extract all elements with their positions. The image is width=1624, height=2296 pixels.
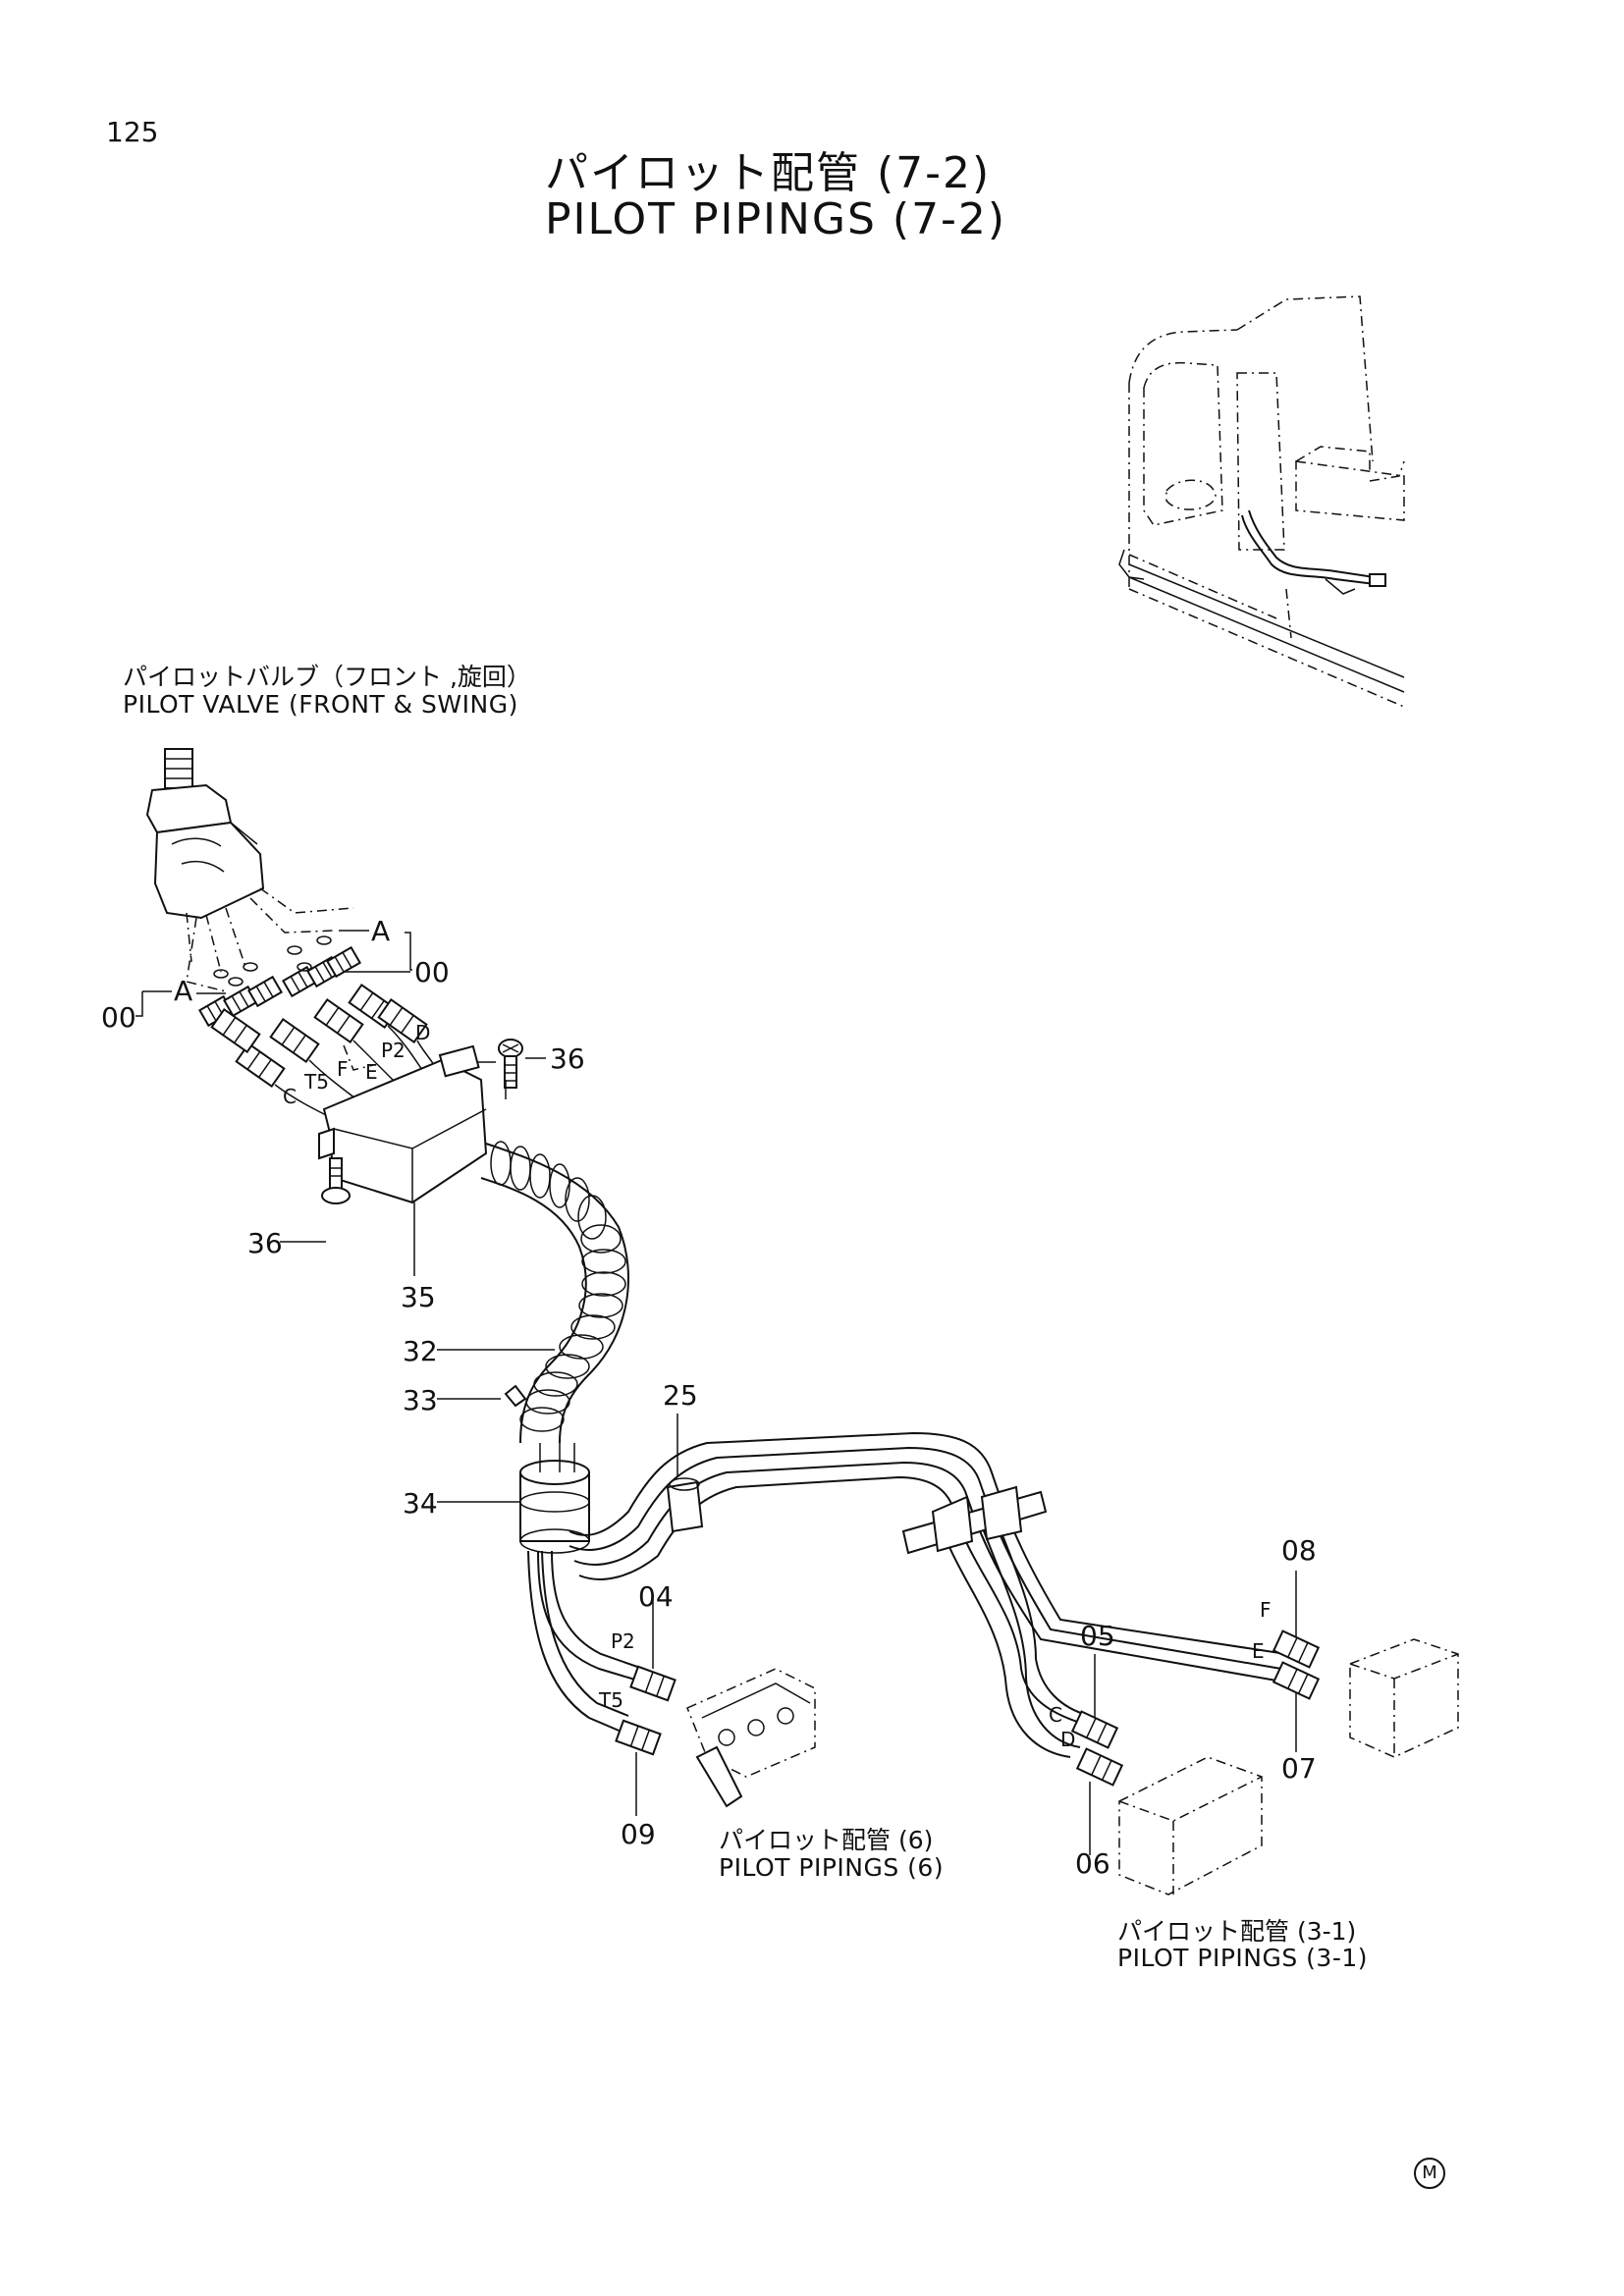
port-label-c-top: C [283,1085,297,1108]
bolt-36-bottom [321,1157,351,1204]
pilot-valve-body [145,748,265,920]
port-label-c-lower: C [1049,1703,1062,1727]
port-label-e-lower: E [1252,1639,1265,1663]
port-label-d-top: D [415,1021,431,1044]
port-label-f-top: F [337,1057,349,1081]
pilot-hoses [527,1431,1287,1758]
part-number-05: 05 [1080,1620,1115,1652]
part-number-35: 35 [401,1281,436,1313]
view-a-bracket-left [135,990,226,1017]
port-label-t5-lower: T5 [599,1688,623,1712]
hose-fittings-upper [210,983,438,1120]
part-number-34: 34 [403,1487,438,1520]
connected-block-right [1349,1638,1459,1758]
footer-m-mark: M [1414,2158,1445,2189]
hose-bracket [901,1485,1048,1555]
port-label-e-top: E [365,1060,378,1084]
fitting-09 [615,1719,662,1756]
part-number-06: 06 [1075,1847,1110,1880]
part-number-33: 33 [403,1384,438,1416]
port-label-f-lower: F [1260,1598,1272,1622]
view-mark-a-left: A [174,975,193,1007]
part-number-25: 25 [663,1379,698,1412]
valve-guide-lines [186,887,374,1071]
part-number-07: 07 [1281,1752,1317,1785]
view-mark-a-right: A [371,915,391,947]
page-number: 125 [106,116,159,148]
part-number-32: 32 [403,1335,438,1367]
port-label-p2-lower: P2 [611,1629,635,1653]
part-number-09: 09 [621,1818,656,1850]
connected-valve-6 [686,1668,816,1808]
port-label-p2-top: P2 [381,1039,406,1062]
pilot-valve-label-english: PILOT VALVE (FRONT & SWING) [123,690,518,719]
pipe-cover [318,1044,488,1204]
fitting-07 [1272,1661,1321,1700]
pilot-pipings-3-1-label-japanese: パイロット配管 (3-1) [1117,1917,1357,1946]
pilot-valve-label-japanese: パイロットバルブ（フロント ,旋回） [123,663,531,691]
part-number-04: 04 [638,1580,674,1613]
clamp-25 [666,1477,704,1533]
pilot-pipings-3-1-label-english: PILOT PIPINGS (3-1) [1117,1944,1369,1972]
fitting-08 [1272,1629,1321,1669]
connected-block-3-1 [1118,1756,1263,1896]
port-label-d-lower: D [1060,1728,1076,1751]
grommet [504,1384,590,1554]
bolt-36-top [498,1039,523,1089]
port-label-t5-top: T5 [304,1070,329,1094]
part-number-36-bottom: 36 [247,1227,283,1259]
part-number-00-left: 00 [101,1001,136,1034]
fitting-06 [1075,1747,1124,1787]
pilot-pipings-6-label-english: PILOT PIPINGS (6) [719,1853,945,1882]
pilot-pipings-6-label-japanese: パイロット配管 (6) [719,1826,934,1854]
page-title-english: PILOT PIPINGS (7-2) [545,194,1007,244]
excavator-cab-inset [1118,295,1405,708]
part-number-36-top: 36 [550,1042,585,1075]
fitting-05 [1070,1710,1119,1749]
corrugated-tube [480,1141,629,1444]
view-a-bracket-right [339,930,412,973]
page-title-japanese: パイロット配管 (7-2) [545,148,992,198]
elbow-fittings [198,935,361,1028]
part-number-08: 08 [1281,1534,1317,1567]
leader-lines [280,1057,1297,1855]
fitting-04 [629,1665,677,1702]
part-number-00-right: 00 [414,956,450,988]
